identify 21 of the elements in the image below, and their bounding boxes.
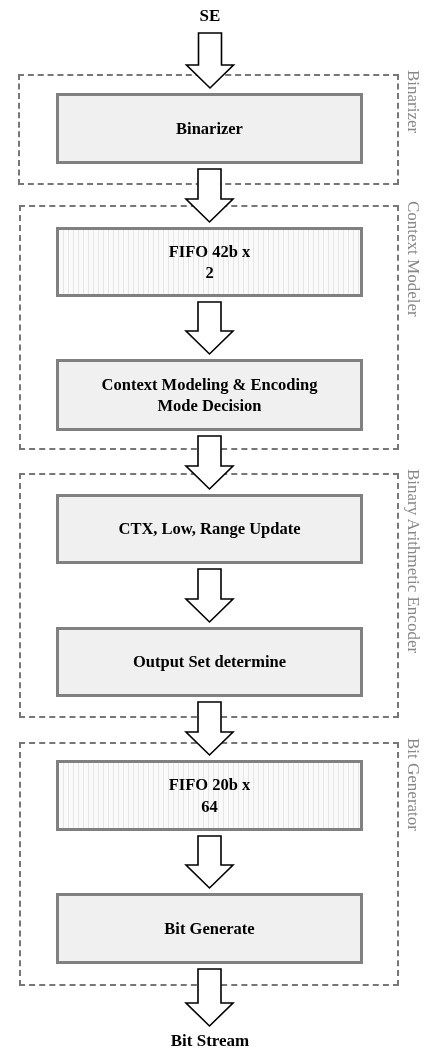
group-heading: Binarizer	[403, 70, 423, 134]
block-arrow	[184, 835, 235, 890]
block-arrow	[184, 168, 235, 224]
group-heading: Bit Generator	[403, 738, 423, 831]
block-arrow	[184, 32, 236, 90]
group-heading: Context Modeler	[403, 201, 423, 317]
process-box: Context Modeling & Encoding Mode Decision	[56, 359, 363, 431]
process-box: Bit Generate	[56, 893, 363, 964]
block-arrow	[184, 968, 235, 1028]
process-box: CTX, Low, Range Update	[56, 494, 363, 564]
group-heading: Binary Arithmetic Encoder	[403, 469, 423, 654]
flow-label: SE	[160, 6, 260, 28]
process-box: Binarizer	[56, 93, 363, 164]
block-arrow	[184, 701, 235, 757]
block-arrow	[184, 301, 235, 356]
flow-label: Bit Stream	[140, 1031, 280, 1053]
process-box: Output Set determine	[56, 627, 363, 697]
block-arrow	[184, 435, 235, 491]
fifo-buffer-box: FIFO 20b x 64	[56, 760, 363, 831]
fifo-buffer-box: FIFO 42b x 2	[56, 227, 363, 297]
block-arrow	[184, 568, 235, 624]
